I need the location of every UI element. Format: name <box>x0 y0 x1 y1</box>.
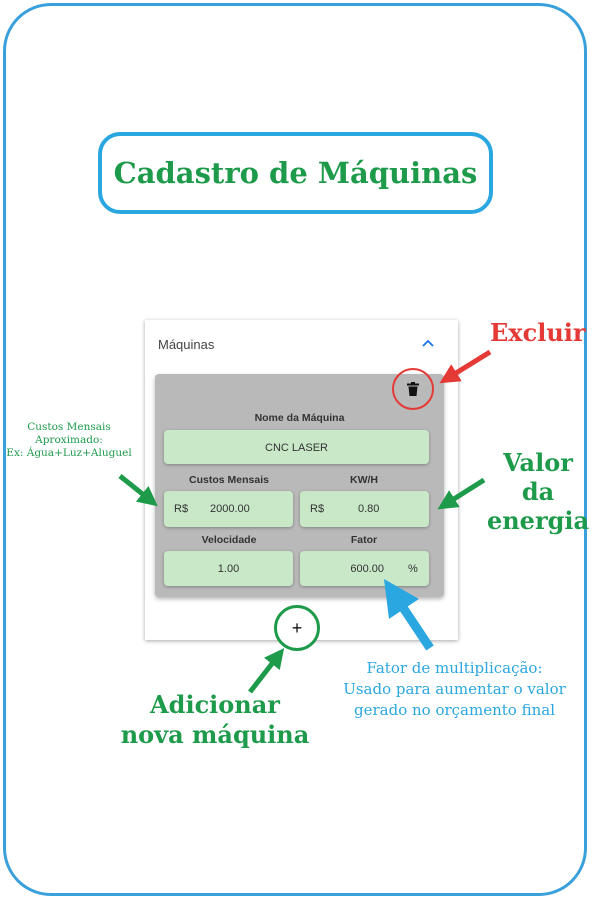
adicionar-annotation: Adicionar nova máquina <box>115 690 315 750</box>
fator-line-3: gerado no orçamento final <box>354 701 555 719</box>
custos-line-2: Aproximado: <box>35 434 103 446</box>
valor-arrow <box>437 477 486 510</box>
kwh-label: KW/H <box>350 474 378 486</box>
page-title: Cadastro de Máquinas <box>113 156 478 190</box>
valor-line-1: Valor da <box>503 448 573 506</box>
nome-label: Nome da Máquina <box>254 412 345 424</box>
add-machine-button[interactable]: + <box>274 605 320 651</box>
valor-line-2: energia <box>486 506 590 535</box>
fator-line-1: Fator de multiplicação: <box>366 659 543 677</box>
machine-panel: Nome da Máquina CNC LASER Custos Mensais… <box>155 374 444 597</box>
custos-prefix: R$ <box>174 503 189 515</box>
custos-label: Custos Mensais <box>189 474 269 486</box>
velocidade-value: 1.00 <box>217 563 240 575</box>
custos-field[interactable]: R$ 2000.00 <box>164 491 293 527</box>
trash-icon <box>407 382 419 396</box>
nome-value: CNC LASER <box>265 442 328 454</box>
custos-arrow <box>118 474 158 507</box>
chevron-up-icon[interactable] <box>422 334 434 350</box>
adicionar-line-1: Adicionar <box>150 690 280 719</box>
custos-annotation: Custos Mensais Aproximado: Ex: Água+Luz+… <box>4 421 134 460</box>
custos-line-1: Custos Mensais <box>27 421 111 433</box>
fator-value: 600.00 <box>350 563 384 575</box>
custos-value: 2000.00 <box>210 503 250 515</box>
velocidade-label: Velocidade <box>201 534 257 546</box>
kwh-field[interactable]: R$ 0.80 <box>300 491 429 527</box>
velocidade-field[interactable]: 1.00 <box>164 551 293 586</box>
excluir-arrow <box>439 349 492 384</box>
kwh-prefix: R$ <box>310 503 325 515</box>
adicionar-line-2: nova máquina <box>120 720 310 749</box>
custos-line-3: Ex: Água+Luz+Aluguel <box>6 447 132 459</box>
adicionar-arrow <box>248 648 285 694</box>
valor-energia-annotation: Valor da energia <box>484 448 592 535</box>
kwh-value: 0.80 <box>358 503 380 515</box>
fator-annotation: Fator de multiplicação: Usado para aumen… <box>322 658 587 721</box>
fator-line-2: Usado para aumentar o valor <box>343 680 566 698</box>
delete-button[interactable] <box>392 368 434 410</box>
nome-field[interactable]: CNC LASER <box>164 430 429 464</box>
card-title: Máquinas <box>158 337 215 352</box>
excluir-annotation: Excluir <box>490 318 586 347</box>
page-frame <box>3 3 587 896</box>
title-box: Cadastro de Máquinas <box>98 132 493 214</box>
fator-arrow <box>384 579 434 651</box>
fator-label: Fator <box>350 534 378 546</box>
fator-suffix: % <box>408 563 418 575</box>
